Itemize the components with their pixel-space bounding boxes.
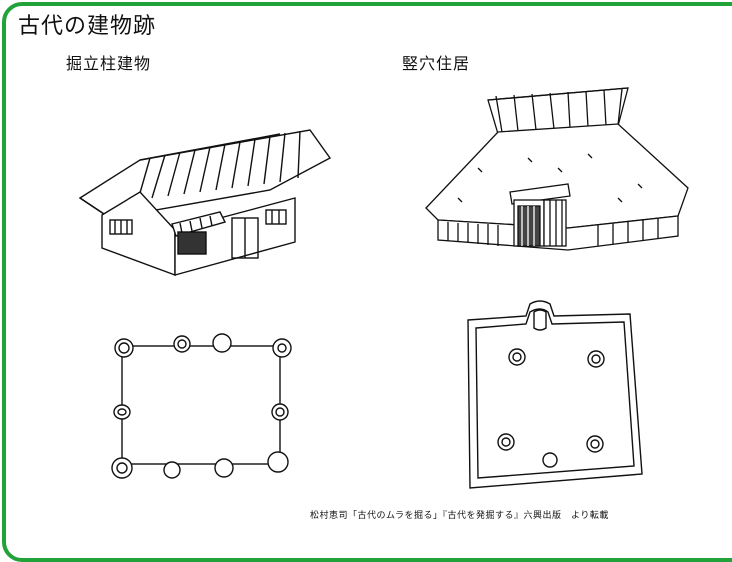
pit-dwelling-plan [467,300,643,489]
pillar-building-plan [111,333,292,479]
source-credit: 松村恵司「古代のムラを掘る」『古代を発掘する』六興出版 より転載 [310,511,609,521]
page-title: 古代の建物跡 [18,14,157,39]
pit-dwelling-illustration [425,87,689,251]
pit-dwelling-label: 竪穴住居 [402,54,471,73]
pillar-building-label: 掘立柱建物 [66,54,152,73]
pillar-building-illustration [78,129,332,277]
